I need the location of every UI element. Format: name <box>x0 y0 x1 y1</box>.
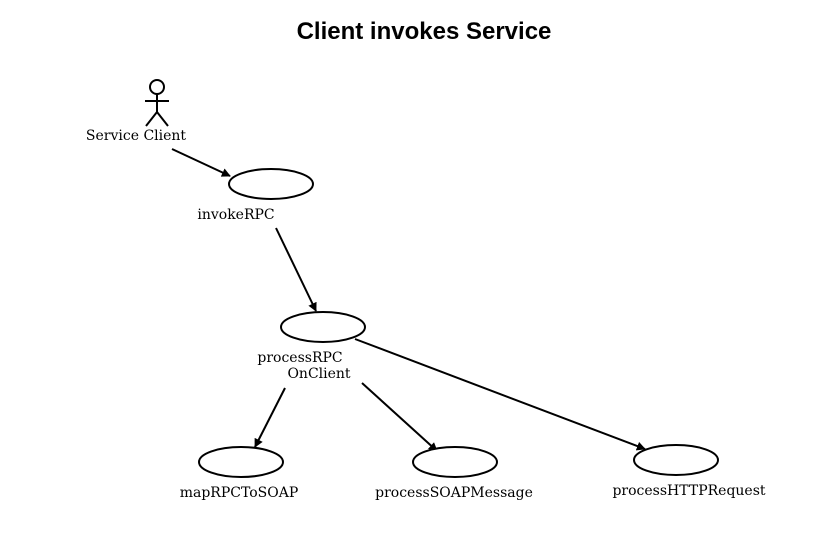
edge-processrpconclient-to-processhttprequest <box>354 338 646 451</box>
use-case-label: mapRPCToSOAP <box>180 485 299 501</box>
use-case-ellipse <box>633 444 719 476</box>
use-case-invokerpc: invokeRPC <box>197 168 314 223</box>
use-case-processhttprequest: processHTTPRequest <box>612 444 766 499</box>
use-case-ellipse <box>198 446 284 478</box>
use-case-processsoapmessage: processSOAPMessage <box>375 446 533 501</box>
edge-processrpconclient-to-maprpctosoap <box>254 387 286 448</box>
service-client-actor: Service Client <box>86 79 187 144</box>
edges <box>171 148 646 452</box>
diagram-title: Client invokes Service <box>296 18 552 45</box>
use-case-label: processSOAPMessage <box>375 485 533 501</box>
use-case-maprpctosoap: mapRPCToSOAP <box>180 446 299 501</box>
use-case-label-line-2: OnClient <box>287 366 350 382</box>
use-case-label: processHTTPRequest <box>612 483 765 499</box>
stick-figure-icon <box>145 79 169 127</box>
use-case-ellipse <box>228 168 314 200</box>
use-case-processrpconclient: processRPC OnClient <box>257 311 366 382</box>
actor-label: Service Client <box>86 128 187 144</box>
edge-processrpconclient-to-processsoapmessage <box>361 382 438 452</box>
use-case-label: invokeRPC <box>197 207 274 223</box>
use-case-ellipse <box>280 311 366 343</box>
use-case-label: processRPC <box>257 350 342 366</box>
edge-invokerpc-to-processrpconclient <box>275 227 317 312</box>
use-case-ellipse <box>412 446 498 478</box>
edge-actor-to-invokerpc <box>171 148 231 177</box>
